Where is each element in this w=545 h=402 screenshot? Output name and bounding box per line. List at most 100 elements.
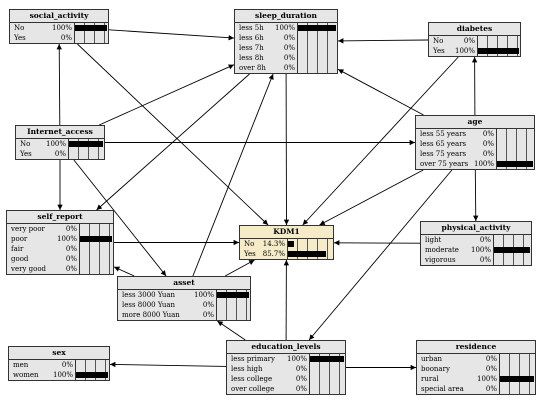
state-percentage: 100% — [52, 371, 73, 379]
node-state-row: good 0% — [7, 254, 113, 264]
probability-bar-track — [216, 290, 249, 300]
probability-bar-track — [75, 360, 107, 370]
state-percentage: 0% — [65, 255, 77, 263]
state-percentage: 0% — [61, 361, 73, 369]
probability-bar-fill — [75, 25, 107, 31]
state-percentage: 0% — [485, 385, 497, 393]
state-label: No — [244, 240, 255, 248]
state-percentage: 0% — [295, 385, 307, 393]
edge-internet-access-to-asset — [73, 159, 167, 277]
state-percentage: 100% — [45, 140, 66, 148]
probability-bar-fill — [497, 161, 533, 167]
state-percentage: 14.3% — [262, 240, 285, 248]
edge-internet-access-to-social-activity — [56, 43, 62, 126]
state-label: over 75 years — [420, 160, 469, 168]
probability-bar-track — [309, 354, 344, 364]
state-percentage: 85.7% — [262, 250, 285, 258]
probability-bar-track — [79, 224, 111, 234]
probability-bar-track — [79, 264, 111, 274]
node-title: self_report — [7, 211, 113, 224]
state-percentage: 0% — [482, 130, 494, 138]
state-percentage: 0% — [283, 64, 295, 72]
probability-bar-track — [297, 33, 335, 43]
probability-bar-fill — [298, 25, 336, 31]
edge-asset-to-sleep-duration — [192, 73, 274, 277]
probability-bar-track — [309, 364, 343, 374]
state-percentage: 100% — [286, 355, 307, 363]
probability-bar-track — [297, 43, 335, 53]
state-label: Yes — [14, 34, 26, 42]
probability-bar-track — [499, 354, 533, 364]
state-label: urban — [421, 355, 443, 363]
probability-bar-track — [496, 129, 532, 139]
probability-bar-fill — [494, 247, 530, 253]
state-percentage: 0% — [463, 37, 475, 45]
probability-bar-track — [68, 139, 103, 149]
state-label: less high — [231, 365, 263, 373]
edge-age-to-sleep-duration — [337, 68, 424, 116]
state-label: less 6h — [239, 34, 264, 42]
state-percentage: 100% — [274, 24, 295, 32]
node-state-row: men 0% — [9, 360, 109, 370]
state-label: less 55 years — [420, 130, 467, 138]
node-title: Internet_access — [16, 126, 104, 139]
edge-sleep-duration-to-self-report — [96, 73, 250, 211]
state-label: good — [11, 255, 29, 263]
probability-bar-track — [499, 364, 533, 374]
state-label: less 7h — [239, 44, 264, 52]
edge-age-to-physical-activity — [473, 169, 479, 222]
state-label: very good — [11, 265, 47, 273]
state-label: No — [14, 24, 25, 32]
node-title: asset — [118, 277, 250, 290]
state-label: No — [433, 37, 444, 45]
probability-bar-track — [309, 384, 343, 394]
state-label: fair — [11, 245, 24, 253]
state-percentage: 100% — [193, 291, 214, 299]
node-title: sex — [9, 347, 109, 360]
probability-bar-track — [297, 63, 335, 73]
probability-bar-track — [499, 374, 534, 384]
probability-bar-track — [79, 254, 111, 264]
state-label: Yes — [433, 47, 445, 55]
probability-bar-track — [287, 239, 331, 249]
node-title: diabetes — [429, 23, 520, 36]
state-percentage: 100% — [473, 160, 494, 168]
state-label: poor — [11, 235, 28, 243]
state-label: less 8h — [239, 54, 264, 62]
probability-bar-track — [499, 384, 533, 394]
state-percentage: 0% — [479, 236, 491, 244]
state-label: less 65 years — [420, 140, 467, 148]
state-label: men — [13, 361, 29, 369]
state-percentage: 0% — [482, 150, 494, 158]
probability-bar-track — [216, 310, 248, 320]
